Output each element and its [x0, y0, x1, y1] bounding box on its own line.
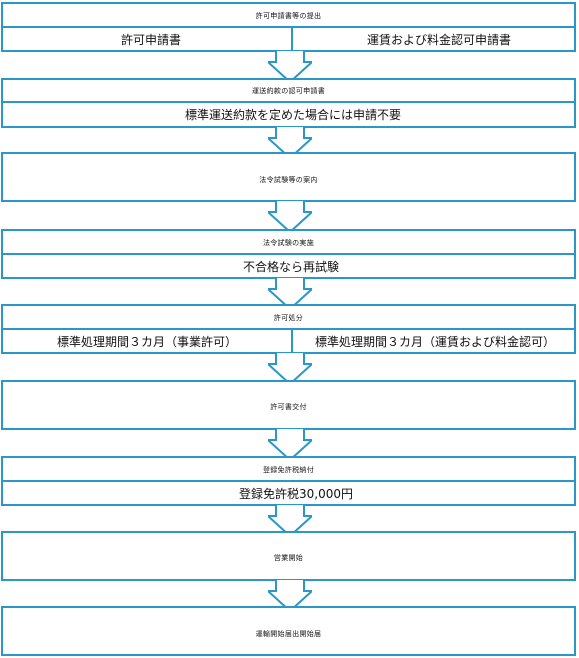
- step-title-9: 運輸開始届出開始届: [255, 630, 322, 638]
- step-detail-1b: 運賃および料金認可申請書: [367, 33, 512, 47]
- step-box-3: 法令試験等の案内: [1, 152, 576, 202]
- step-title-1: 許可申請書等の提出: [255, 12, 322, 20]
- step-title-4: 法令試験の実施: [262, 239, 315, 247]
- flow-arrow-4: [268, 277, 312, 311]
- flow-arrow-2: [268, 126, 312, 160]
- flow-arrow-1: [268, 50, 312, 84]
- step-title-2: 運送約款の認可申請書: [252, 87, 325, 95]
- step-divider-5: [3, 328, 574, 330]
- flow-arrow-5: [268, 352, 312, 386]
- step-title-5: 許可処分: [273, 314, 304, 322]
- step-title-8: 営業開始: [273, 554, 304, 562]
- step-vdivider-1: [291, 26, 293, 50]
- step-divider-4: [3, 253, 574, 255]
- flow-arrow-6: [268, 428, 312, 462]
- flow-arrow-7: [268, 504, 312, 538]
- step-title-6: 許可書交付: [270, 403, 307, 411]
- flow-arrow-3: [268, 200, 312, 234]
- step-box-5: 許可処分 標準処理期間３カ月（事業許可） 標準処理期間３カ月（運賃および料金認可…: [1, 304, 576, 354]
- step-divider-2: [3, 101, 574, 103]
- step-box-4: 法令試験の実施 不合格なら再試験: [1, 229, 576, 279]
- step-box-6: 許可書交付: [1, 380, 576, 430]
- step-detail-5a: 標準処理期間３カ月（事業許可）: [57, 335, 238, 349]
- step-divider-1: [3, 26, 574, 28]
- step-detail-7: 登録免許税30,000円: [239, 487, 353, 501]
- step-title-7: 登録免許税納付: [262, 466, 315, 474]
- step-box-9: 運輸開始届出開始届: [1, 606, 576, 656]
- step-box-2: 運送約款の認可申請書 標準運送約款を定めた場合には申請不要: [1, 78, 576, 128]
- step-detail-1a: 許可申請書: [121, 33, 182, 47]
- step-box-8: 営業開始: [1, 531, 576, 581]
- step-box-1: 許可申請書等の提出 許可申請書 運賃および料金認可申請書: [1, 2, 576, 52]
- step-detail-2: 標準運送約款を定めた場合には申請不要: [185, 108, 402, 122]
- flow-arrow-8: [268, 579, 312, 613]
- step-vdivider-5: [291, 328, 293, 352]
- step-box-7: 登録免許税納付 登録免許税30,000円: [1, 456, 576, 506]
- step-detail-5b: 標準処理期間３カ月（運賃および料金認可）: [315, 335, 556, 349]
- step-title-3: 法令試験等の案内: [259, 176, 318, 184]
- step-detail-4: 不合格なら再試験: [243, 260, 340, 274]
- step-divider-7: [3, 480, 574, 482]
